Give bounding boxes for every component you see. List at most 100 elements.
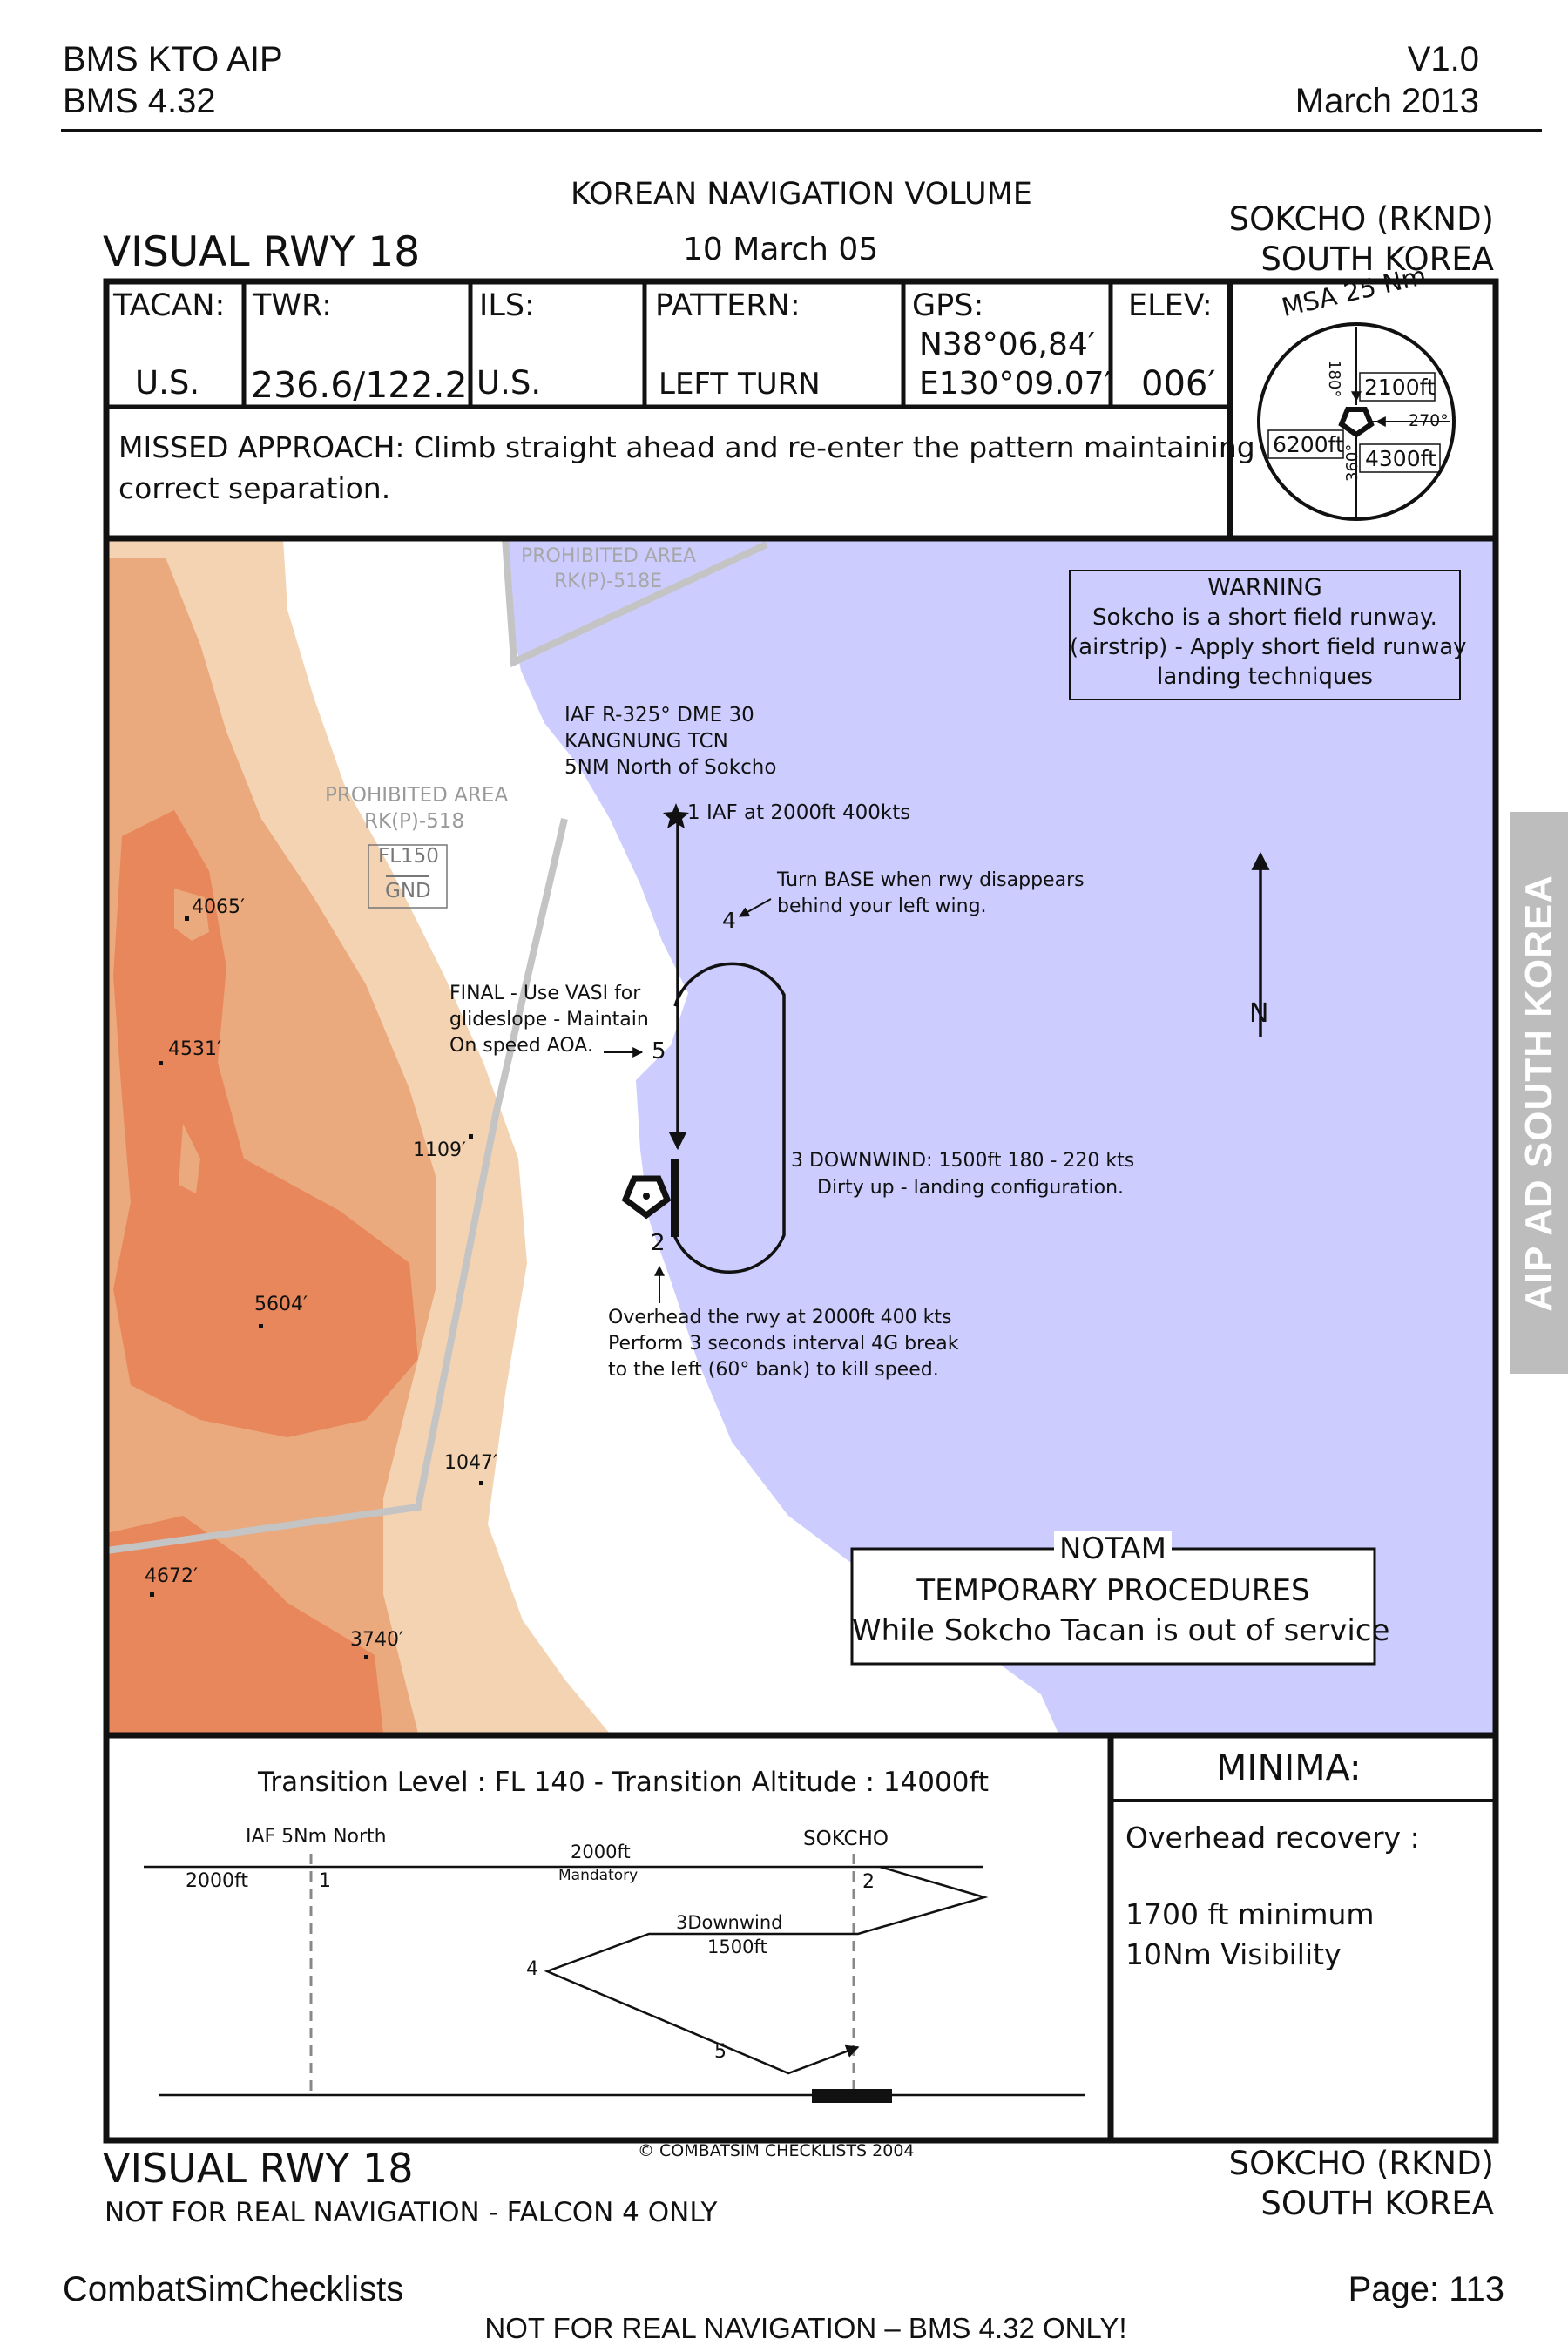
runway <box>671 1159 679 1237</box>
gnd-label: GND <box>385 880 431 902</box>
final-line1: FINAL - Use VASI for <box>449 983 641 1004</box>
profile-runway <box>812 2089 892 2103</box>
profile-point-5: 5 <box>714 2041 727 2063</box>
elev-1109: 1109′ <box>413 1139 466 1161</box>
footer-copyright: © COMBATSIM CHECKLISTS 2004 <box>638 2141 915 2160</box>
overhead-line1: Overhead the rwy at 2000ft 400 kts <box>608 1307 952 1328</box>
downwind-line2: Dirty up - landing configuration. <box>817 1177 1125 1199</box>
msa-alt-w: 6200ft <box>1273 432 1344 457</box>
chart-volume: KOREAN NAVIGATION VOLUME <box>571 177 1032 212</box>
header-rule <box>61 129 1542 132</box>
profile-view <box>144 1854 1085 2097</box>
terrain-patch-2 <box>179 1124 200 1193</box>
warning-box <box>1069 570 1461 700</box>
twr-value: 236.6/122.2 <box>251 364 468 406</box>
tacan-label: TACAN: <box>113 288 226 323</box>
elev-4531: 4531′ <box>168 1038 221 1060</box>
prohibited-518-label2: RK(P)-518 <box>364 810 465 833</box>
side-tab: AIP AD SOUTH KOREA <box>1510 812 1568 1374</box>
chart-frame <box>103 278 1499 2144</box>
footer-country: SOUTH KOREA <box>1260 2185 1494 2222</box>
page-header-right-2: March 2013 <box>1294 82 1479 120</box>
chart-airport: SOKCHO (RKND) <box>1228 200 1494 238</box>
prohibited-518-label1: PROHIBITED AREA <box>325 784 509 807</box>
warning-title: WARNING <box>1207 574 1322 601</box>
base-line2: behind your left wing. <box>777 896 987 917</box>
profile-sokcho-label: SOKCHO <box>803 1828 889 1850</box>
missed-approach-line1: MISSED APPROACH: Climb straight ahead an… <box>118 430 1255 464</box>
chart-country: SOUTH KOREA <box>1260 240 1494 278</box>
warning-line1: Sokcho is a short field runway. <box>1092 605 1437 631</box>
msa-alt-se: 4300ft <box>1365 446 1436 471</box>
elev-1047: 1047′ <box>444 1452 497 1474</box>
final-line3: On speed AOA. <box>449 1035 593 1057</box>
iaf-info-line3: 5NM North of Sokcho <box>564 756 777 779</box>
profile-iaf-label: IAF 5Nm North <box>246 1826 387 1848</box>
map-area <box>107 538 1494 1734</box>
ils-label: ILS: <box>479 288 535 323</box>
page-header-right-1: V1.0 <box>1407 40 1479 78</box>
base-line1: Turn BASE when rwy disappears <box>777 869 1085 891</box>
msa-alt-ne: 2100ft <box>1364 375 1436 400</box>
pattern-value: LEFT TURN <box>659 367 821 402</box>
elevation-points <box>150 916 483 1659</box>
minima-line3: 10Nm Visibility <box>1125 1937 1342 1971</box>
profile-point-1: 1 <box>319 1870 331 1892</box>
elev-4065: 4065′ <box>192 896 245 918</box>
terrain-dark-2 <box>107 1516 383 1734</box>
footer-procedure: VISUAL RWY 18 <box>103 2145 414 2192</box>
terrain-patch <box>174 889 209 941</box>
page-footer-bottom: NOT FOR REAL NAVIGATION – BMS 4.32 ONLY! <box>484 2312 1127 2344</box>
prohibited-518e-label2: RK(P)-518E <box>554 571 662 592</box>
downwind-line1: 3 DOWNWIND: 1500ft 180 - 220 kts <box>791 1150 1135 1172</box>
profile-point-2: 2 <box>862 1871 875 1893</box>
minima-title: MINIMA: <box>1216 1747 1362 1788</box>
page-header-left-1: BMS KTO AIP <box>63 40 283 78</box>
notam-box <box>850 1547 1376 1666</box>
page-footer-right: Page: 113 <box>1348 2270 1504 2308</box>
profile-point-4: 4 <box>526 1958 538 1980</box>
gps-lon: E130°09.07′ <box>919 366 1112 402</box>
profile-alt-mid: 2000ft <box>571 1842 631 1862</box>
iaf-info-line1: IAF R-325° DME 30 <box>564 704 754 727</box>
elev-5604: 5604′ <box>254 1294 308 1315</box>
chart-date: 10 March 05 <box>683 232 879 267</box>
profile-alt-left: 2000ft <box>186 1870 248 1892</box>
traffic-pattern <box>604 812 1270 1303</box>
tacan-value: U.S. <box>135 364 200 402</box>
prohibited-518e-label1: PROHIBITED AREA <box>521 545 697 567</box>
notam-line1: TEMPORARY PROCEDURES <box>916 1573 1310 1608</box>
msa-tacan-icon <box>1338 407 1375 438</box>
north-label: N <box>1249 998 1269 1029</box>
elev-3740: 3740′ <box>350 1629 403 1651</box>
elev-label: ELEV: <box>1128 288 1213 323</box>
msa-bearing-180: 180° <box>1325 360 1343 398</box>
star-icon <box>663 803 689 828</box>
profile-mandatory: Mandatory <box>558 1867 639 1884</box>
notam-line2: While Sokcho Tacan is out of service <box>852 1613 1390 1648</box>
ils-value: U.S. <box>476 364 542 402</box>
page-header-left-2: BMS 4.32 <box>63 82 216 120</box>
msa-bearing-270: 270° <box>1409 411 1449 430</box>
iaf-point-label: 1 IAF at 2000ft 400kts <box>687 801 911 824</box>
warning-line2: (airstrip) - Apply short field runway <box>1070 634 1467 660</box>
prohibited-518e-boundary <box>502 538 768 668</box>
side-tab-label: AIP AD SOUTH KOREA <box>1517 874 1560 1312</box>
profile-downwind: 3Downwind <box>676 1912 783 1933</box>
tacan-symbol-icon <box>621 1175 672 1220</box>
pattern-label: PATTERN: <box>655 288 801 323</box>
twr-label: TWR: <box>253 288 333 323</box>
msa-bearing-360: 360° <box>1343 443 1362 482</box>
elev-value: 006′ <box>1141 364 1216 404</box>
warning-line3: landing techniques <box>1157 664 1373 690</box>
gps-label: GPS: <box>912 288 984 323</box>
footer-disclaimer: NOT FOR REAL NAVIGATION - FALCON 4 ONLY <box>105 2197 718 2228</box>
minima-line1: Overhead recovery : <box>1125 1821 1420 1855</box>
pattern-point-2: 2 <box>651 1230 666 1256</box>
missed-approach-line2: correct separation. <box>118 471 391 505</box>
sea <box>505 538 1494 1734</box>
pattern-point-4: 4 <box>722 908 736 933</box>
notam-title: NOTAM <box>1054 1531 1172 1566</box>
elev-4672: 4672′ <box>145 1565 198 1587</box>
